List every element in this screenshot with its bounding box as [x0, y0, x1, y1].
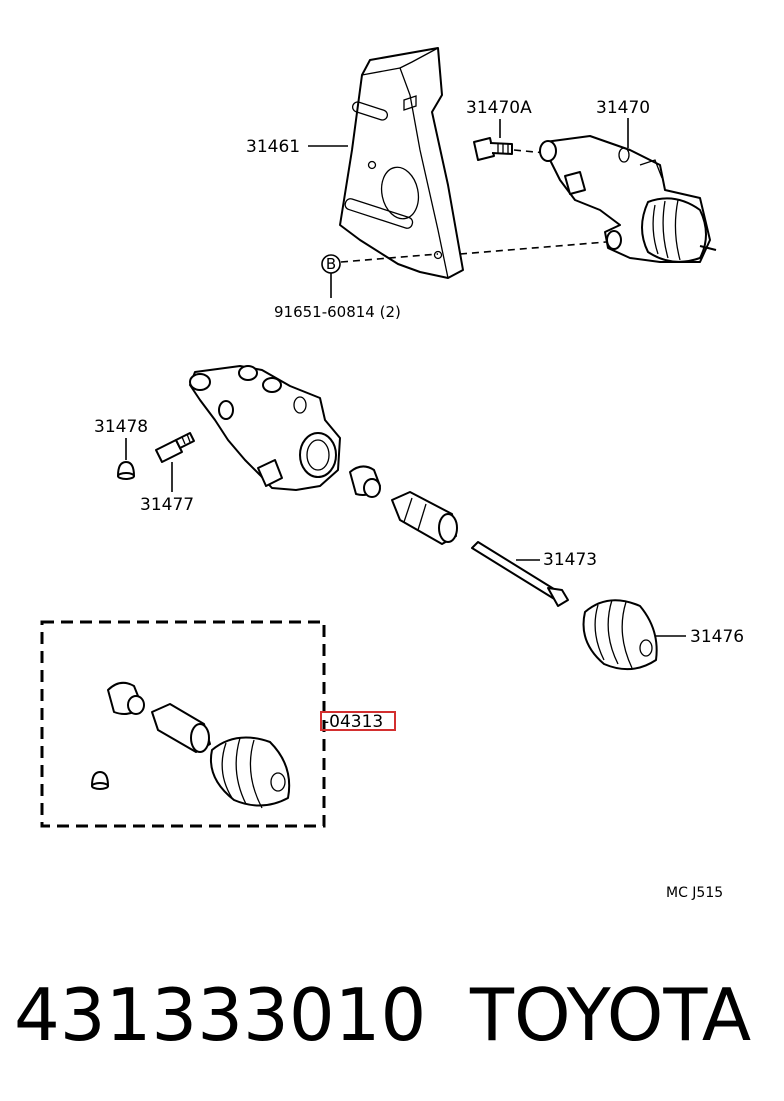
- release-cylinder-31470: [539, 135, 717, 263]
- label-31461: 31461: [246, 137, 300, 157]
- kit-highlight-box[interactable]: [320, 711, 396, 731]
- boot-31476: [582, 599, 658, 671]
- brand-name: TOYOTA: [470, 973, 752, 1057]
- label-31477: 31477: [140, 495, 194, 515]
- repair-kit-box: [40, 620, 326, 828]
- label-31478: 31478: [94, 417, 148, 437]
- diagram-code: MC J515: [666, 885, 723, 901]
- label-91651-60814: 91651-60814 (2): [274, 303, 401, 321]
- piston-cup: [349, 465, 381, 498]
- bolt-31470a: [473, 137, 513, 161]
- label-31476: 31476: [690, 627, 744, 647]
- part-number: 431333010: [14, 973, 427, 1057]
- label-31470a: 31470A: [466, 98, 532, 118]
- kit-cup: [107, 681, 145, 715]
- bracket-31461: [339, 47, 464, 279]
- bleeder-plug-31477: [155, 432, 195, 463]
- label-31470: 31470: [596, 98, 650, 118]
- cylinder-body: [189, 365, 341, 491]
- push-rod-31473: [471, 541, 569, 607]
- kit-boot: [210, 736, 291, 809]
- bleeder-cap-31478: [117, 461, 135, 480]
- piston: [391, 491, 458, 545]
- label-kit: -04313: [323, 712, 383, 732]
- kit-cap: [91, 771, 109, 790]
- label-31473: 31473: [543, 550, 597, 570]
- bolt-marker-b: B: [326, 255, 336, 273]
- kit-piston: [151, 703, 211, 753]
